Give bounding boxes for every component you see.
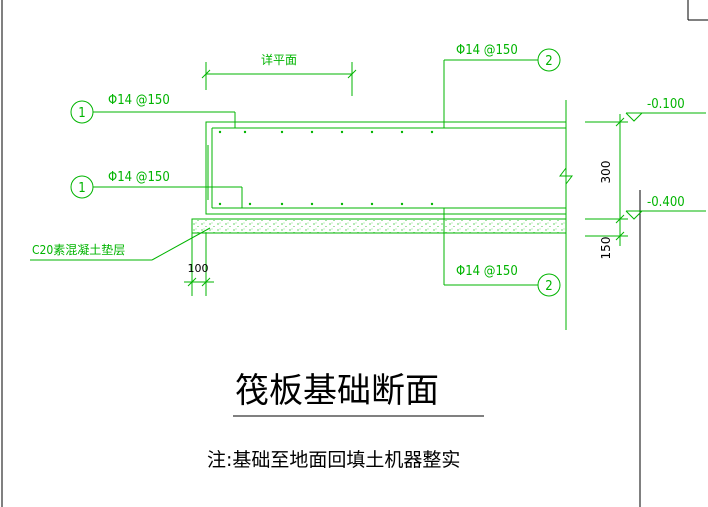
top-dimension: 详平面 xyxy=(201,52,357,96)
bubble-1-top-label: 1 xyxy=(78,106,85,121)
rebar-dot xyxy=(218,202,222,206)
rebar-dot xyxy=(310,130,314,134)
dim-label-top: 详平面 xyxy=(261,52,297,67)
bubble-1-middle-label: 1 xyxy=(78,181,85,196)
rebar-dot xyxy=(310,202,314,206)
elev-bottom-label: -0.400 xyxy=(647,195,685,210)
slab xyxy=(205,121,567,215)
rebar-dot xyxy=(340,202,344,206)
rebar-dot xyxy=(400,202,404,206)
rebar-dot xyxy=(280,202,284,206)
rebar-label-left-top: Φ14 @150 xyxy=(108,93,170,108)
rebar-dot xyxy=(218,130,222,134)
dim-150-label: 150 xyxy=(599,237,613,260)
elev-top-label: -0.100 xyxy=(647,97,685,112)
callout-2-bottom: 2 Φ14 @150 xyxy=(443,208,561,297)
dim-100: 100 xyxy=(184,233,214,296)
dim-vertical: 300 150 xyxy=(585,114,628,259)
drawing-title: 筏板基础断面 xyxy=(235,371,439,411)
rebar-dot xyxy=(243,130,247,134)
rebar-dot xyxy=(370,202,374,206)
elevation-top: -0.100 xyxy=(625,97,706,122)
title-block: 筏板基础断面 注:基础至地面回填土机器整实 xyxy=(207,371,484,471)
rebar-label-bottom-right: Φ14 @150 xyxy=(456,264,518,279)
drawing-note: 注:基础至地面回填土机器整实 xyxy=(207,449,460,471)
callout-2-top: 2 Φ14 @150 xyxy=(443,43,561,128)
break-line xyxy=(559,100,573,330)
cushion-layer xyxy=(191,218,567,234)
rebar-dots xyxy=(218,130,434,206)
bubble-2-bottom-label: 2 xyxy=(545,279,552,294)
elevation-bottom: -0.400 xyxy=(625,195,706,220)
dim-300-label: 300 xyxy=(599,161,613,184)
rebar-label-top-right: Φ14 @150 xyxy=(456,43,518,58)
rebar-dot xyxy=(400,130,404,134)
callout-1-top: 1 Φ14 @150 xyxy=(70,93,236,128)
slab-outline xyxy=(205,121,567,215)
rebar-label-left-bottom: Φ14 @150 xyxy=(108,170,170,185)
callout-1-middle: 1 Φ14 @150 xyxy=(70,170,243,208)
dim-100-label: 100 xyxy=(188,262,209,275)
rebar-dot xyxy=(340,130,344,134)
cushion-label: C20素混凝土垫层 xyxy=(32,242,125,257)
rebar-dot xyxy=(430,202,434,206)
cushion-callout: C20素混凝土垫层 xyxy=(30,227,211,261)
cushion-hatch xyxy=(191,218,567,234)
bubble-2-bottom xyxy=(537,273,561,297)
rebar-dot xyxy=(248,202,252,206)
rebar-dot xyxy=(280,130,284,134)
rebar-dot xyxy=(370,130,374,134)
bubble-2-top-label: 2 xyxy=(545,54,552,69)
rebar-dot xyxy=(430,130,434,134)
